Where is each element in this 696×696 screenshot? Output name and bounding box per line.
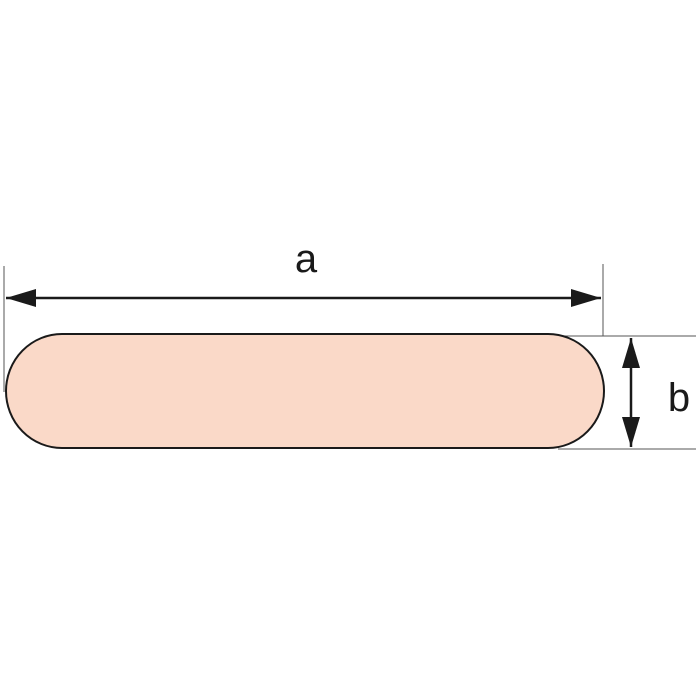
- dimension-label-a: a: [295, 237, 318, 281]
- dimension-label-b: b: [668, 376, 690, 420]
- flat-bar-cross-section: [5, 333, 605, 449]
